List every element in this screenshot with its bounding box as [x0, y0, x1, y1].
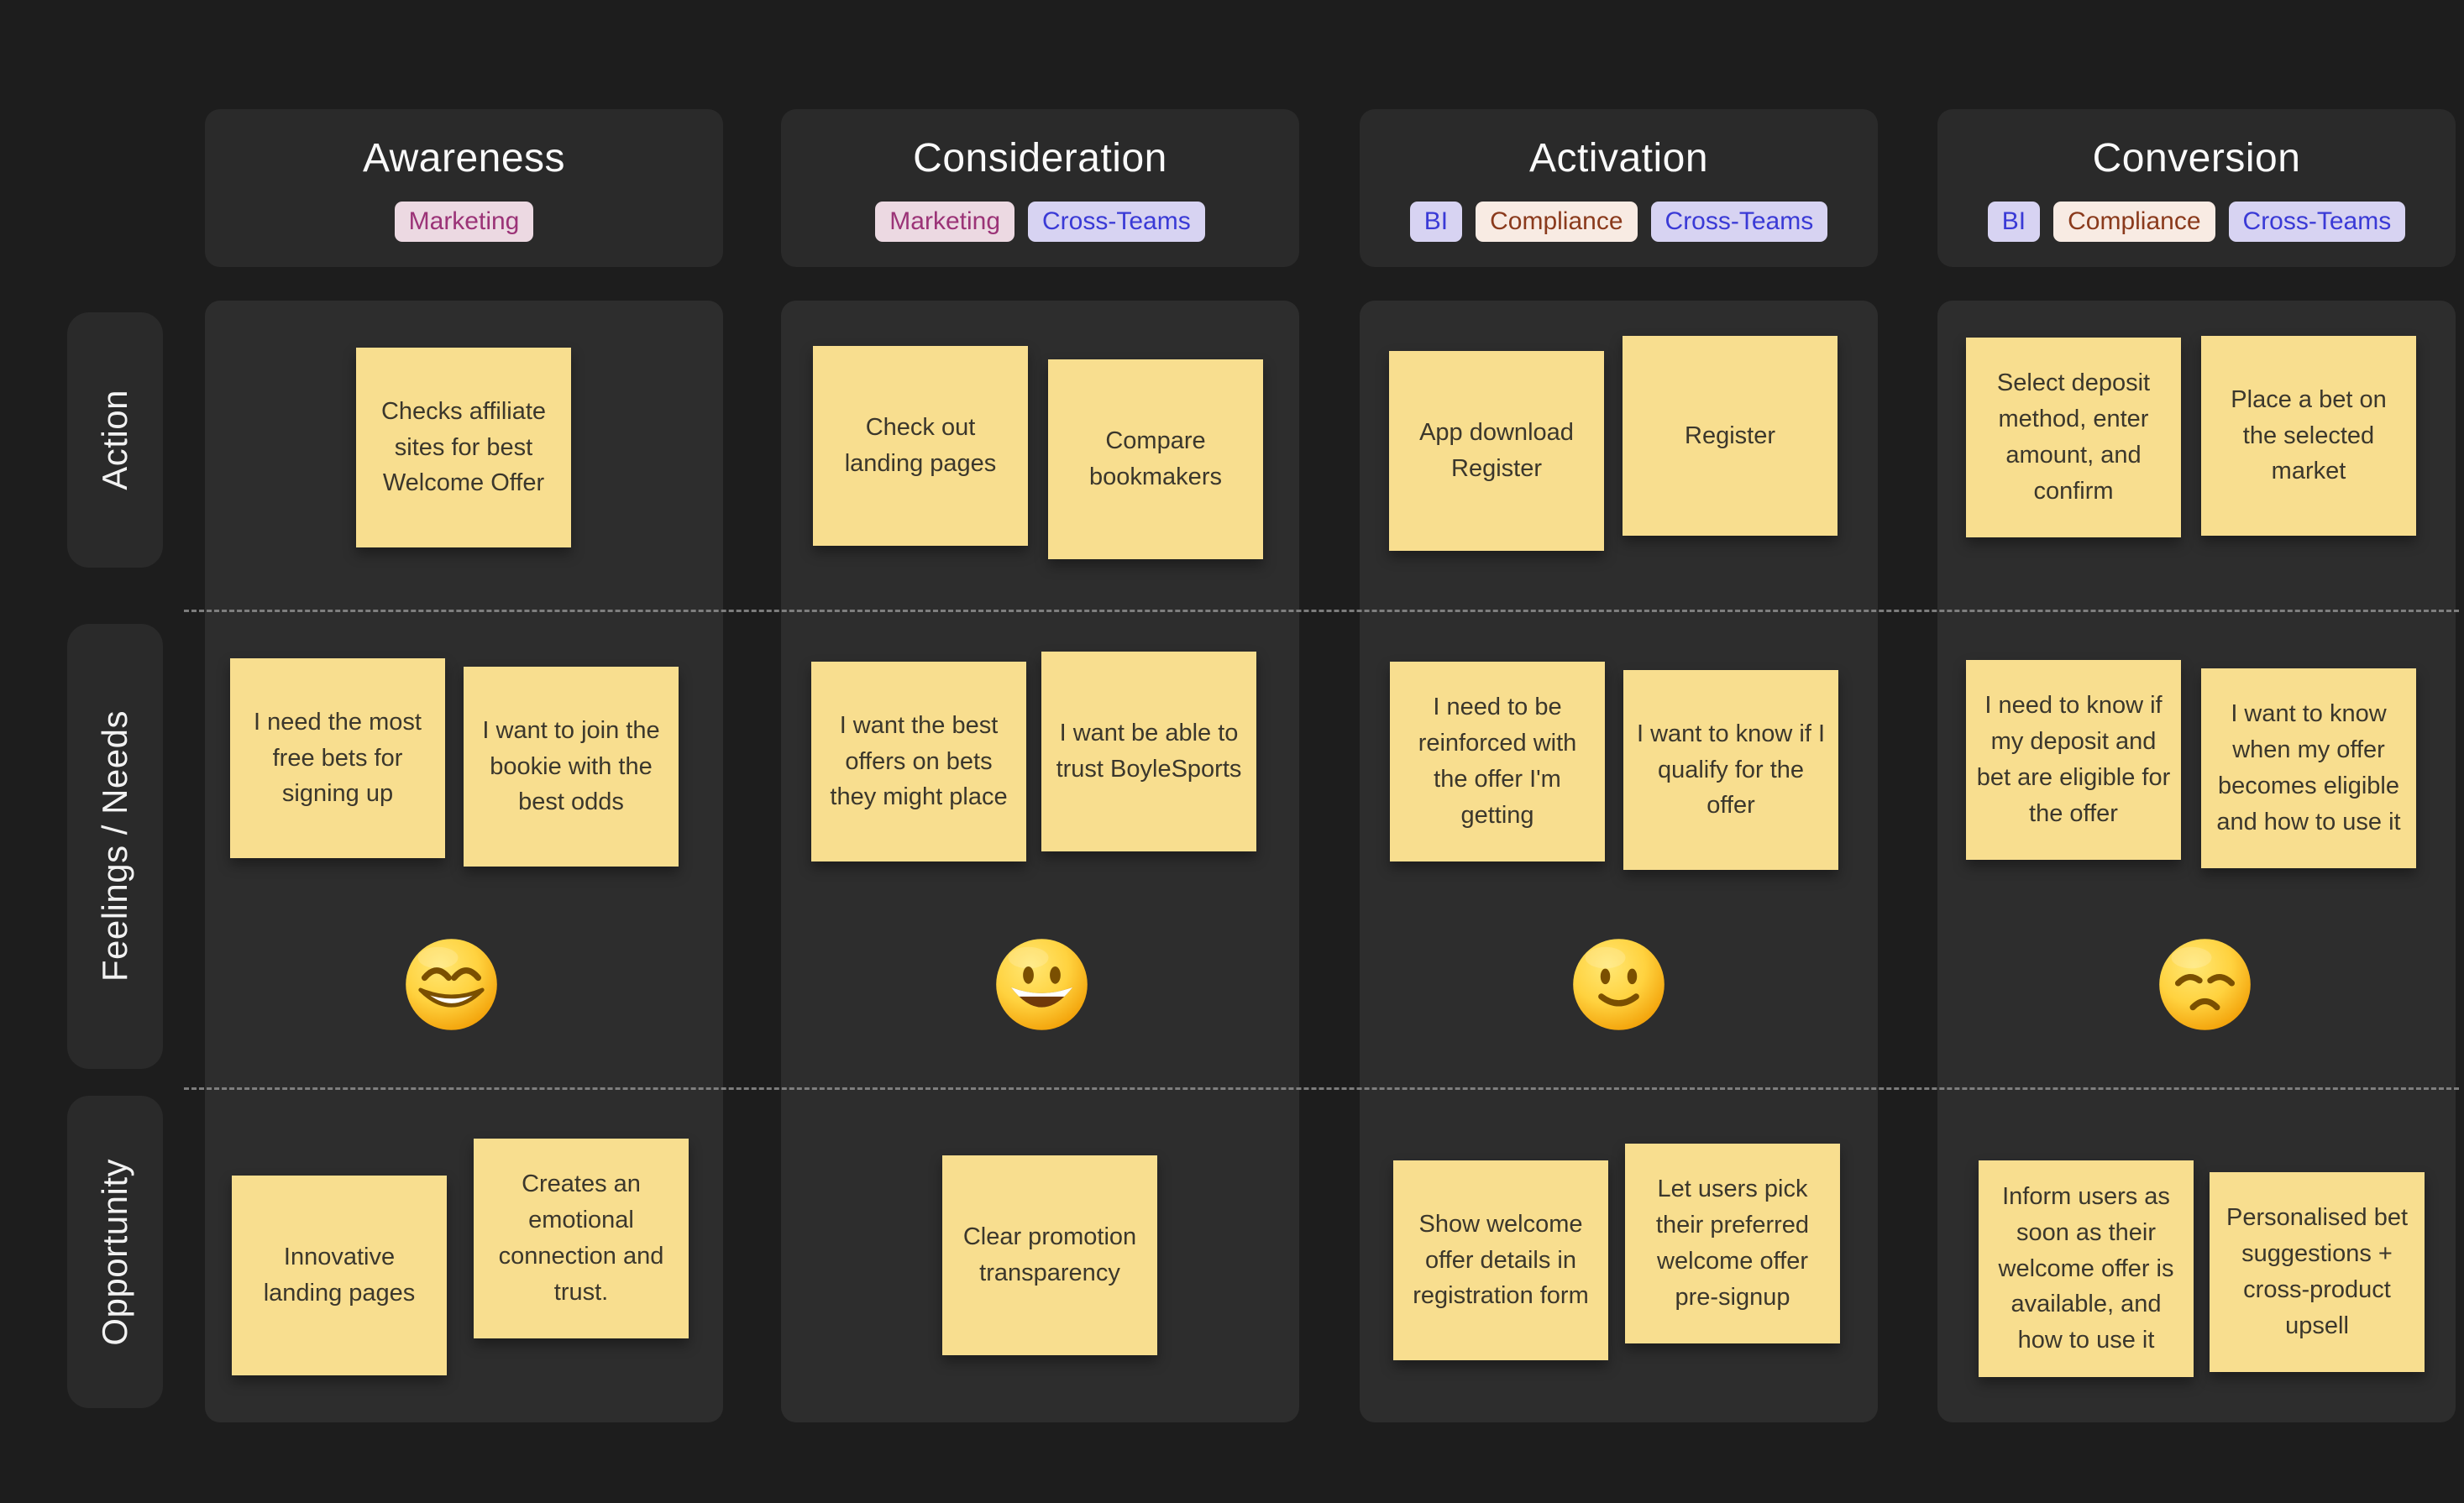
tag-cross-teams: Cross-Teams [1650, 201, 1828, 242]
slightly-smiling-face-emoji[interactable] [1570, 936, 1667, 1033]
sticky-note[interactable]: I need to know if my deposit and bet are… [1966, 660, 2181, 860]
row-divider [184, 610, 2459, 612]
sticky-note[interactable]: App download Register [1389, 351, 1604, 551]
beaming-face-emoji[interactable] [403, 936, 500, 1033]
tag-marketing: Marketing [875, 201, 1014, 242]
row-label-action: Action [67, 312, 163, 568]
tag-marketing: Marketing [394, 201, 534, 242]
sticky-note[interactable]: I want to join the bookie with the best … [464, 667, 679, 867]
row-label-opportunity: Opportunity [67, 1096, 163, 1408]
column-title: Conversion [2092, 135, 2301, 181]
column-title: Consideration [913, 135, 1167, 181]
row-label-text: Opportunity [95, 1158, 134, 1346]
column-title: Activation [1528, 135, 1709, 181]
sticky-note[interactable]: Creates an emotional connection and trus… [474, 1139, 689, 1338]
tags-row: Marketing [394, 201, 534, 242]
tag-cross-teams: Cross-Teams [2228, 201, 2406, 242]
column-header-awareness: Awareness Marketing [205, 109, 723, 267]
disappointed-face-emoji[interactable] [2157, 936, 2253, 1033]
sticky-note[interactable]: Checks affiliate sites for best Welcome … [356, 348, 571, 547]
sticky-note[interactable]: Select deposit method, enter amount, and… [1966, 338, 2181, 537]
sticky-note[interactable]: I want be able to trust BoyleSports [1041, 652, 1256, 851]
tag-bi: BI [1409, 201, 1463, 242]
sticky-note[interactable]: Place a bet on the selected market [2201, 336, 2416, 536]
tags-row: Marketing Cross-Teams [875, 201, 1205, 242]
sticky-note[interactable]: Check out landing pages [813, 346, 1028, 546]
column-title: Awareness [362, 135, 566, 181]
tag-cross-teams: Cross-Teams [1028, 201, 1205, 242]
sticky-note[interactable]: Register [1623, 336, 1838, 536]
tag-compliance: Compliance [1476, 201, 1638, 242]
sticky-note[interactable]: Inform users as soon as their welcome of… [1979, 1160, 2194, 1377]
sticky-note[interactable]: I want to know when my offer becomes eli… [2201, 668, 2416, 868]
sticky-note[interactable]: Show welcome offer details in registrati… [1393, 1160, 1608, 1360]
row-label-feelings-needs: Feelings / Needs [67, 624, 163, 1069]
tags-row: BI Compliance Cross-Teams [1409, 201, 1828, 242]
tag-compliance: Compliance [2053, 201, 2215, 242]
sticky-note[interactable]: I need the most free bets for signing up [230, 658, 445, 858]
sticky-note[interactable]: I want the best offers on bets they migh… [811, 662, 1026, 861]
sticky-note[interactable]: Personalised bet suggestions + cross-pro… [2210, 1172, 2425, 1372]
row-divider [184, 1087, 2459, 1090]
sticky-note[interactable]: Clear promotion transparency [942, 1155, 1157, 1355]
tag-bi: BI [1987, 201, 2041, 242]
tags-row: BI Compliance Cross-Teams [1987, 201, 2406, 242]
column-header-conversion: Conversion BI Compliance Cross-Teams [1937, 109, 2456, 267]
sticky-note[interactable]: I want to know if I qualify for the offe… [1623, 670, 1838, 870]
row-label-text: Feelings / Needs [95, 710, 134, 982]
sticky-note[interactable]: Compare bookmakers [1048, 359, 1263, 559]
row-label-text: Action [95, 390, 134, 490]
sticky-note[interactable]: Let users pick their preferred welcome o… [1625, 1144, 1840, 1343]
column-header-consideration: Consideration Marketing Cross-Teams [781, 109, 1299, 267]
sticky-note[interactable]: I need to be reinforced with the offer I… [1390, 662, 1605, 861]
column-header-activation: Activation BI Compliance Cross-Teams [1360, 109, 1878, 267]
sticky-note[interactable]: Innovative landing pages [232, 1176, 447, 1375]
grinning-face-emoji[interactable] [993, 936, 1090, 1033]
